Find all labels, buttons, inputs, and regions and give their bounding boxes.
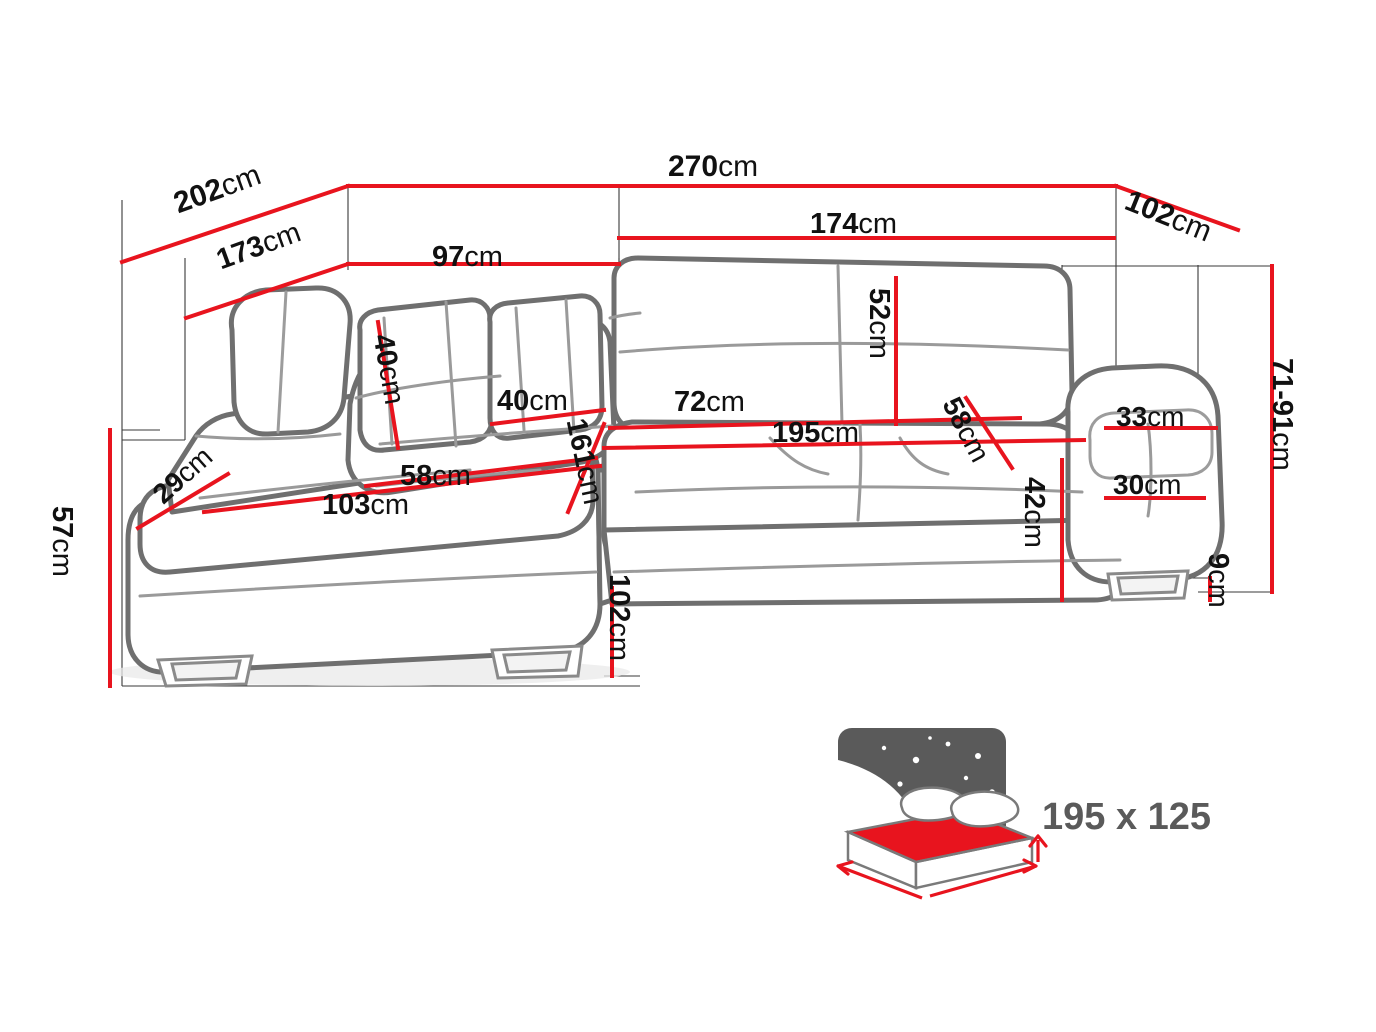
dim-unit: cm xyxy=(464,241,503,273)
dim-total-height: 71-91cm xyxy=(1266,358,1298,471)
dim-unit: cm xyxy=(46,538,78,577)
dim-value: 72 xyxy=(674,386,707,418)
dim-armrest-height: 33cm xyxy=(1116,403,1184,431)
dim-unit: cm xyxy=(1144,469,1182,500)
dim-unit: cm xyxy=(858,208,898,240)
dim-value: 103 xyxy=(322,489,371,521)
dim-chaise-width: 103cm xyxy=(322,491,409,520)
dimension-lines xyxy=(108,183,1274,688)
dim-value: 33 xyxy=(1116,401,1148,432)
dim-width-total: 270cm xyxy=(668,152,758,182)
dim-leg-height: 9cm xyxy=(1202,553,1234,608)
dim-value: 97 xyxy=(432,241,465,273)
dim-unit: cm xyxy=(1266,432,1298,471)
dim-unit: cm xyxy=(370,489,410,521)
dim-sofa-height-left: 57cm xyxy=(46,506,78,577)
dim-seat-depth-left: 58cm xyxy=(400,462,471,491)
dim-value: 42 xyxy=(1018,477,1050,510)
dim-seat-width-right: 174cm xyxy=(810,210,897,239)
dim-value: 9 xyxy=(1202,553,1234,570)
dim-armrest-depth: 30cm xyxy=(1113,471,1181,499)
dim-unit: cm xyxy=(432,460,471,492)
dim-value: 71-91 xyxy=(1266,358,1298,433)
dim-unit: cm xyxy=(372,363,411,408)
dim-value: 57 xyxy=(46,506,78,539)
dim-value: 195 xyxy=(772,417,821,449)
dim-value: 174 xyxy=(810,208,859,240)
dim-chaise-depth: 102cm xyxy=(603,574,635,662)
dim-unit: cm xyxy=(529,385,568,417)
sofa-feet xyxy=(155,569,1190,688)
dim-unit: cm xyxy=(820,417,860,449)
dim-unit: cm xyxy=(1202,569,1234,608)
dim-unit: cm xyxy=(718,150,759,183)
dim-unit: cm xyxy=(603,622,635,662)
dim-value: 52 xyxy=(863,288,895,321)
dim-cushion-b: 40cm xyxy=(497,387,568,416)
dim-value: 102 xyxy=(603,574,635,623)
dim-unit: cm xyxy=(1147,401,1185,432)
dim-value: 40 xyxy=(497,385,530,417)
dim-seat-width-left: 97cm xyxy=(432,243,503,272)
dim-unit: cm xyxy=(706,386,745,418)
dim-seat-height: 42cm xyxy=(1018,477,1050,548)
sofa-outline xyxy=(125,255,1225,675)
dim-value: 270 xyxy=(668,150,719,183)
dim-unit: cm xyxy=(1018,509,1050,548)
dim-unit: cm xyxy=(863,320,895,359)
dim-seat-length: 195cm xyxy=(772,419,859,448)
dim-value: 30 xyxy=(1113,469,1145,500)
dim-backrest-height: 52cm xyxy=(863,288,895,359)
dim-value: 58 xyxy=(400,460,433,492)
sleeping-function-icon xyxy=(836,728,1048,900)
dim-seat-depth-right: 72cm xyxy=(674,388,745,417)
bed-size-label: 195 x 125 xyxy=(1042,796,1212,838)
